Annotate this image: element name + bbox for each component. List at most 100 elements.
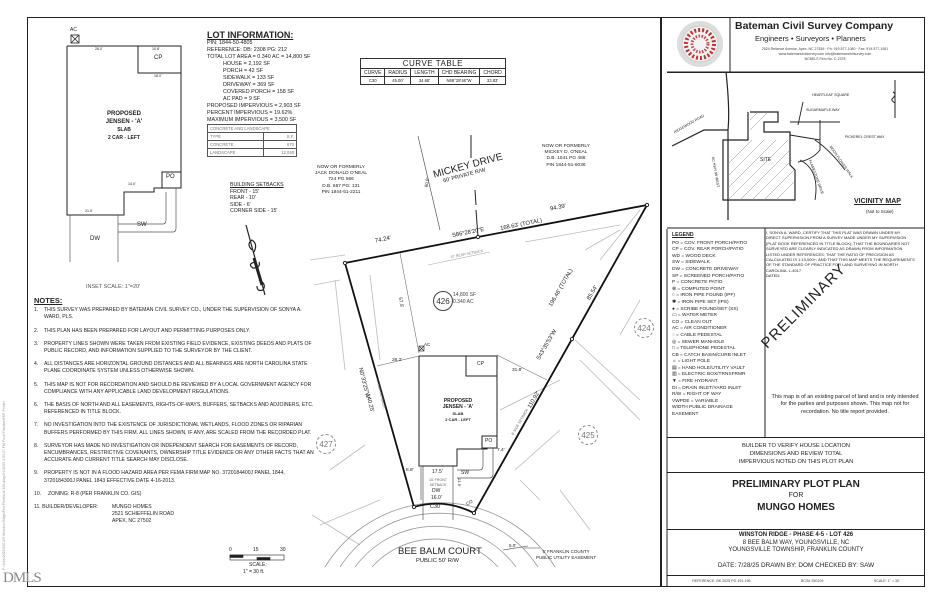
front-setback-line: SETBACK — [429, 482, 447, 487]
inset-sw-label: SW — [137, 222, 147, 228]
builder-verify-note: BUILDER TO VERIFY HOUSE LOCATION DIMENSI… — [667, 437, 925, 473]
project-township: YOUNGSVILLE TOWNSHIP, FRANKLIN COUNTY — [728, 547, 864, 553]
legend-item: ◎ = SEWER MANHOLE — [672, 339, 725, 345]
setback-item: REAR - 10' — [230, 195, 256, 202]
scale-bar — [229, 554, 285, 561]
lot-info-area: SIDEWALK = 133 SF — [223, 75, 275, 81]
bcs-number: BCS# 250109 — [801, 579, 824, 583]
title-block-divider — [660, 17, 662, 587]
cl-cell: 12,048 — [263, 148, 297, 157]
builder-line: 2521 SCHIEFFELIN ROAD — [112, 511, 174, 518]
lot-area: 14,800 SF 0.340 AC — [453, 292, 476, 305]
curve-cell: C30 — [359, 76, 386, 85]
inset-po-label: PO — [166, 174, 175, 180]
owner-line: NOW OR FORMERLY — [542, 144, 590, 149]
cl-cell: LANDSCAPE — [206, 148, 265, 157]
owner-line: D.B. 1041 PG 486 — [546, 156, 586, 162]
legend-item: PO = COV. FRONT PORCH/PATIO — [672, 240, 748, 246]
neighbor-lot-427: 427 — [316, 434, 336, 454]
owner-line: PIN 1844-51-6036 — [546, 162, 586, 168]
builder-line: MUNGO HOMES — [112, 504, 152, 511]
legend-title: LEGEND — [672, 232, 694, 238]
legend-item: DI = DRAIN INLET/YARD INLET — [672, 385, 742, 391]
owner-line: NOW OR FORMERLY — [317, 165, 365, 170]
inset-dim: 10.8' — [152, 47, 160, 51]
house-line: PROPOSED — [443, 398, 473, 404]
curve-cell: 34.68' — [410, 76, 439, 85]
vmap-street: HEARTLEAF SQUARE — [812, 93, 850, 97]
inset-dim: 18.0' — [154, 74, 162, 78]
certification-dated: DATED: — [766, 273, 781, 279]
lot-area-ac: 0.340 AC — [453, 298, 474, 305]
inset-ac-icon — [70, 34, 80, 44]
reference-row: REFERENCE: BK 2025 PG 191-195 BCS# 25010… — [667, 575, 925, 586]
setback-item: CORNER SIDE - 15' — [230, 208, 278, 215]
legend-item: □ = TELEPHONE PEDESTAL — [672, 346, 736, 352]
cl-header: TYPE — [206, 132, 265, 141]
builder-line: APEX, NC 27502 — [112, 518, 152, 525]
company-logo — [677, 21, 723, 67]
inset-dw-label: DW — [90, 236, 100, 242]
owner-left: NOW OR FORMERLY JACK DONALD O'NEAL 724 P… — [315, 165, 367, 196]
legend-item: WD = WOOD DECK — [672, 253, 716, 259]
lot-info-title: LOT INFORMATION: — [207, 30, 294, 40]
note-item: 3.PROPERTY LINES SHOWN WERE TAKEN FROM E… — [34, 340, 312, 355]
lot-info-area: COVERED PORCH = 158 SF — [223, 89, 295, 95]
easement-label: 5' FRANKLIN COUNTY PUBLIC UTILITY EASEME… — [536, 549, 596, 561]
legend-item: WIDTH PUBLIC DRAINAGE — [672, 405, 733, 411]
company-tagline: Engineers • Surveyors • Planners — [755, 34, 866, 43]
main-cp-label: CP — [477, 361, 484, 367]
note-item: 8.SURVEYOR HAS MADE NO INVESTIGATION OR … — [34, 442, 314, 464]
inset-dim: 26.0' — [95, 47, 103, 51]
curve-label: C30 — [430, 504, 441, 510]
legend-item: ▥ = ELECTRIC BOX/TRNSFRMR — [672, 372, 746, 378]
note-item: 9.PROPERTY IS NOT IN A FLOOD HAZARD AREA… — [34, 470, 285, 484]
row-dimension-line — [417, 135, 441, 231]
note-item: 1.THIS SURVEY WAS PREPARED BY BATEMAN CI… — [34, 307, 302, 321]
certification-text: I, SONYA A. WARD, CERTIFY THAT THIS PLAT… — [766, 230, 915, 273]
dw-depth: 21.9' — [456, 478, 462, 487]
legend-item: DW = CONCRETE DRIVEWAY — [672, 266, 739, 272]
owner-line: 724 PG 566 — [328, 177, 354, 183]
date-drawn-checked: DATE: 7/28/25 DRAWN BY: DOM CHECKED BY: … — [717, 562, 875, 569]
builder-verify-line: DIMENSIONS AND REVIEW TOTAL — [749, 451, 843, 457]
owner-right: NOW OR FORMERLY MICKEY D. O'NEAL D.B. 10… — [542, 144, 590, 169]
neighbor-lot-lines — [309, 209, 641, 546]
company-contact: 2524 Reliance Avenue, Apex, NC 27539 · P… — [740, 47, 910, 62]
legend-item: SP = SCREENED PORCH/PATIO — [672, 273, 745, 279]
lot-info-line: TOTAL LOT AREA = 0.340 AC = 14,800 SF — [207, 54, 311, 60]
project-info: WINSTON RIDGE - PHASE 4-5 - LOT 426 8 BE… — [667, 529, 925, 571]
curve-table: CURVE TABLE CURVE RADIUS LENGTH CHD BEAR… — [359, 58, 506, 85]
legend-item: ● = SCRIBE FOUND/SET (SS) — [672, 306, 739, 312]
note-item: 5.THIS MAP IS NOT FOR RECORDATION AND SH… — [34, 381, 312, 395]
cul-de-sac-arcs — [324, 502, 556, 568]
legend-item: ▼ = FIRE HYDRANT — [672, 379, 718, 385]
curve-header: RADIUS — [384, 68, 412, 77]
legend-item: ▭ = WATER METER — [672, 313, 717, 319]
house-line: SLAB — [117, 127, 131, 133]
scale-tick: 15 — [253, 547, 259, 553]
vicinity-north-arrow-icon — [891, 80, 896, 118]
curve-table-title: CURVE TABLE — [360, 58, 506, 69]
mickey-drive-centerline — [470, 135, 479, 238]
building-setbacks: BUILDING SETBACKS FRONT - 15' REAR - 10'… — [230, 182, 284, 215]
neighbor-lot-424: 424 — [634, 318, 654, 338]
builder-developer: 11. BUILDER/DEVELOPER: MUNGO HOMES 2521 … — [34, 504, 174, 525]
street-bee-balm-court: BEE BALM COURT — [398, 546, 482, 557]
lot-info-impervious: MAXIMUM IMPERVIOUS = 3,500 SF — [207, 117, 297, 123]
vmap-street: SUGARMAPLE WAY — [806, 108, 840, 112]
curve-header: CHORD — [479, 68, 506, 77]
street-bee-balm-row: PUBLIC 50' R/W — [416, 558, 459, 564]
plan-title-main: PRELIMINARY PLOT PLAN — [732, 479, 860, 490]
legend-item: ○ = IRON PIPE FOUND (IPF) — [672, 293, 735, 299]
main-sw-label: SW — [461, 470, 470, 476]
main-house-label: PROPOSED JENSEN - 'A' SLAB 2 CAR - LEFT — [419, 398, 497, 423]
legend-item: ☼ = LIGHT POLE — [672, 359, 711, 365]
main-ac-icon — [418, 345, 425, 352]
legend-item: CB = CATCH BASIN/CURB INLET — [672, 352, 746, 358]
lot-info-area: DRIVEWAY = 369 SF — [223, 82, 275, 88]
title-scale: SCALE: 1" = 30' — [873, 579, 900, 583]
legend-item: ✱ = IRON PIPE SET (IPS) — [672, 299, 729, 305]
lot-area-sf: 14,800 SF — [453, 292, 477, 298]
